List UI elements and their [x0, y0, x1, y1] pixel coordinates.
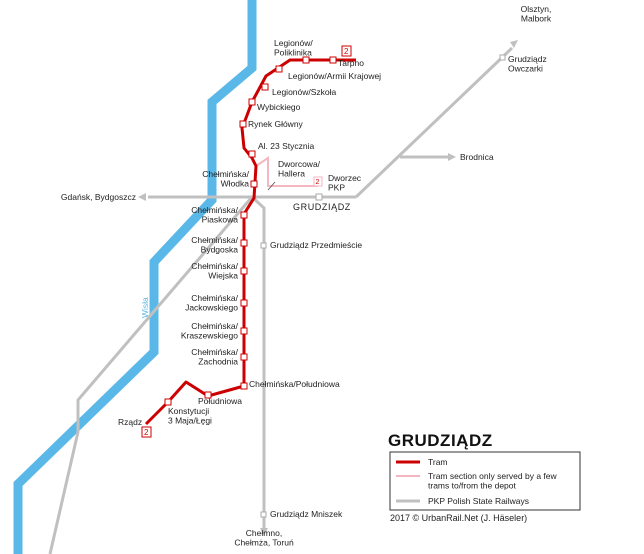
label-wybickiego: Wybickiego: [257, 102, 301, 112]
stop-legionow-armii-krajowej: [275, 65, 283, 73]
label-chelminska-zachodnia: Chełmińska/Zachodnia: [191, 347, 238, 367]
terminus-badge-south-label: 2: [144, 428, 149, 437]
label-chelminska-piaskowa: Chełmińska/Piaskowa: [191, 205, 238, 225]
stop-legionow-szkola: [261, 83, 269, 91]
stop-chelminska-piaskowa: [240, 211, 248, 219]
stop-chelminska-wlodka: [250, 180, 258, 188]
label-grudziadz-city: GRUDZIĄDZ: [293, 202, 351, 212]
stop-chelminska-jackowskiego: [240, 299, 248, 307]
label-rynek-glowny: Rynek Główny: [248, 119, 304, 129]
label-chelminska-wiejska: Chełmińska/Wiejska: [191, 261, 238, 281]
label-poludniowa: Południowa: [198, 396, 242, 406]
stop-chelminska-bydgoska: [240, 239, 248, 247]
label-legionow-szkola: Legionów/Szkoła: [272, 87, 337, 97]
dest-west: Gdańsk, Bydgoszcz: [61, 192, 136, 202]
tram-stops: [164, 56, 337, 406]
stop-chelminska-kraszewskiego: [240, 327, 248, 335]
label-legionow-poliklinika: Legionów/Poliklinika: [274, 38, 313, 58]
label-rzadz: Rządz: [118, 417, 142, 427]
arrow-east: [448, 153, 456, 161]
stop-chelminska-wiejska: [240, 267, 248, 275]
label-przedmiescie: Grudziądz Przedmieście: [270, 240, 362, 250]
rail-stations: [260, 54, 506, 518]
label-legionow-armii-krajowej: Legionów/Armii Krajowej: [288, 71, 381, 81]
arrow-north-east: [510, 40, 518, 48]
map-title: GRUDZIĄDZ: [388, 431, 493, 450]
label-mniszek: Grudziądz Mniszek: [270, 509, 343, 519]
leader-dworcowa: [267, 181, 276, 191]
station-przedmiescie: [260, 242, 267, 249]
arrow-west: [138, 193, 146, 201]
river-label: Wisła: [140, 297, 150, 318]
tram-line-main: [144, 58, 356, 426]
stop-poludniowa: [204, 391, 212, 399]
legend-box: [389, 451, 581, 511]
dest-east: Brodnica: [460, 152, 494, 162]
label-tarpno: Tarpno: [338, 58, 364, 68]
station-mniszek: [260, 511, 267, 518]
stop-rynek-glowny: [239, 120, 247, 128]
station-owczarki: [499, 54, 506, 61]
label-chelminska-poludniowa: Chełmińska/Południowa: [249, 379, 340, 389]
label-chelminska-wlodka: Chełmińska/Włodka: [202, 169, 249, 189]
label-chelminska-bydgoska: Chełmińska/Bydgoska: [191, 235, 238, 255]
terminus-badge-north-label: 2: [344, 47, 349, 56]
rail-arrows: [138, 40, 518, 536]
stop-al-23-stycznia: [248, 150, 256, 158]
label-dworcowa-hallera: Dworcowa/Hallera: [278, 159, 321, 179]
tram-depot-branch: [255, 156, 318, 187]
stop-dworzec-pkp-badge: 2: [316, 179, 320, 186]
label-chelminska-kraszewskiego: Chełmińska/Kraszewskiego: [181, 321, 239, 341]
arrow-south: [260, 528, 268, 536]
label-chelminska-jackowskiego: Chełmińska/Jackowskiego: [185, 293, 239, 313]
legend-label-rail: PKP Polish State Railways: [428, 496, 529, 506]
copyright: 2017 © UrbanRail.Net (J. Häseler): [390, 513, 527, 523]
stop-chelminska-zachodnia: [240, 353, 248, 361]
river-wisla: [13, 0, 257, 554]
stop-dworzec-pkp-marker: [313, 176, 323, 187]
station-grudziadz-main: [315, 193, 323, 201]
dest-north-east: Olsztyn,Malbork: [521, 4, 552, 24]
stop-wybickiego: [248, 98, 256, 106]
stop-tarpno: [329, 56, 337, 64]
stop-konstytucji-3-maja: [164, 398, 172, 406]
railways: [48, 46, 514, 554]
terminus-badge-north: [341, 45, 352, 57]
legend-label-tram: Tram: [428, 457, 448, 467]
stop-legionow-poliklinika: [302, 56, 310, 64]
label-al-23-stycznia: Al. 23 Stycznia: [258, 141, 314, 151]
terminus-badge-south: [141, 426, 152, 438]
stop-chelminska-poludniowa: [240, 382, 248, 390]
dest-south: Chełmno,Chełmża, Toruń: [234, 528, 294, 548]
